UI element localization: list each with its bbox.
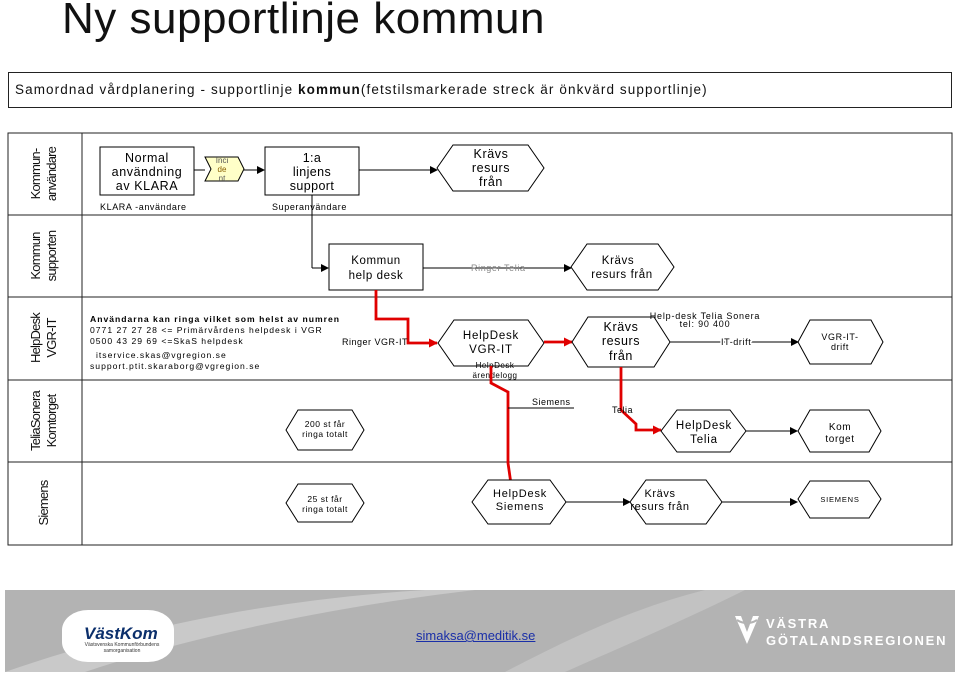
edge-label: Siemens xyxy=(532,397,571,407)
node-text: help desk xyxy=(349,270,404,282)
edge-label: Telia xyxy=(612,405,633,415)
node-requires-resources xyxy=(571,316,671,368)
node-text: 25 st får xyxy=(307,494,342,504)
node-requires-resources xyxy=(436,144,545,192)
edge-label: Ringer Telia xyxy=(471,263,526,273)
node-text: av KLARA xyxy=(116,179,179,193)
subtitle: Samordnad vårdplanering - supportlinje k… xyxy=(15,82,708,97)
lane-label: supporten xyxy=(44,230,59,281)
node-requires-resources xyxy=(570,243,675,291)
callout-text: 0771 27 27 28 <= Primärvårdens helpdesk … xyxy=(90,325,323,335)
callout-heading: Användarna kan ringa vilket som helst av… xyxy=(90,314,340,324)
vastkom-logo xyxy=(62,610,174,662)
node-text: Kom xyxy=(829,422,851,433)
node-text: HelpDesk xyxy=(476,361,515,370)
node-text: ärendelogg xyxy=(472,371,517,380)
contact-email-link[interactable]: simaksa@meditik.se xyxy=(416,628,536,643)
node-text: tel: 90 400 xyxy=(680,319,731,329)
node-200-users xyxy=(285,409,365,451)
subtitle-box xyxy=(8,72,952,108)
node-text: HelpDesk xyxy=(676,420,732,432)
vg-logo-line1: VÄSTRA xyxy=(766,616,831,631)
node-komtorget xyxy=(797,409,882,453)
node-text: ringa totalt xyxy=(302,429,348,439)
edge-label: IT-drift xyxy=(721,337,751,347)
edge-label: Ringer VGR-IT xyxy=(342,337,408,347)
node-text: drift xyxy=(831,342,849,352)
vastkom-logo-name: VästKom xyxy=(84,624,158,643)
node-text: linjens xyxy=(293,165,331,179)
node-text: från xyxy=(479,175,503,189)
superuser-label: Superanvändare xyxy=(272,202,347,212)
node-kommun-helpdesk xyxy=(328,243,424,291)
node-requires-resources xyxy=(629,479,723,525)
support-line xyxy=(489,366,513,485)
lane-label: användare xyxy=(44,146,59,201)
node-text: resurs xyxy=(602,334,640,348)
node-text: Krävs xyxy=(602,255,634,267)
node-text: Krävs xyxy=(474,147,509,161)
vastra-gotaland-emblem-icon xyxy=(735,616,759,644)
vastra-gotalandsregionen-logo-text: VÄSTRA GÖTALANDSREGIONEN xyxy=(766,615,947,649)
node-text: Normal xyxy=(125,151,169,165)
node-text: Telia xyxy=(690,434,718,446)
support-line xyxy=(619,367,662,435)
incident-arrow xyxy=(204,156,245,182)
node-helpdesk-vgr-it xyxy=(437,319,545,367)
node-text: resurs xyxy=(472,161,510,175)
subtitle-text-rest: (fetstilsmarkerade streck är önkvärd sup… xyxy=(360,82,708,97)
vastkom-logo-subtitle: Västsvenska Kommunförbundens samorganisa… xyxy=(84,642,160,654)
node-text: Krävs xyxy=(644,488,675,500)
node-vgr-it-drift xyxy=(797,319,884,365)
node-text: VGR-IT xyxy=(469,344,513,356)
node-text: Krävs xyxy=(604,320,639,334)
callout-text: 0500 43 29 69 <=SkaS helpdesk xyxy=(90,336,244,346)
node-normal-use xyxy=(99,146,195,196)
node-text: Siemens xyxy=(496,501,544,513)
node-text: VGR-IT- xyxy=(821,332,858,342)
node-text: Inci xyxy=(216,156,229,165)
node-text: de xyxy=(218,165,227,174)
support-line xyxy=(374,290,438,348)
node-text: nt xyxy=(219,174,226,183)
callout-text: itservice.skas@vgregion.se xyxy=(96,350,227,360)
node-text: från xyxy=(609,349,633,363)
lane-label: VGR-IT xyxy=(44,318,59,358)
node-first-line-support xyxy=(264,146,360,196)
lane-label: Kommun- xyxy=(28,148,43,199)
lane-label: Komtorget xyxy=(44,393,59,447)
node-text: HelpDesk xyxy=(463,330,519,342)
node-text: resurs från xyxy=(591,269,653,281)
subtitle-text: Samordnad vårdplanering - supportlinje xyxy=(15,82,299,97)
lane-label: Siemens xyxy=(36,479,51,525)
vg-logo-line2: GÖTALANDSREGIONEN xyxy=(766,633,948,648)
page-title: Ny supportlinje kommun xyxy=(62,0,545,43)
node-text: torget xyxy=(825,434,854,445)
node-text: resurs från xyxy=(630,501,689,513)
node-helpdesk-telia xyxy=(660,409,747,453)
node-siemens xyxy=(797,480,882,519)
lane-label: Kommun xyxy=(28,232,43,280)
lane-label: HelpDesk xyxy=(28,312,43,363)
node-helpdesk-siemens xyxy=(471,479,567,525)
node-text: Kommun xyxy=(351,255,401,267)
node-text: SIEMENS xyxy=(820,495,859,504)
node-text: HelpDesk xyxy=(493,488,547,500)
klara-user-label: KLARA -användare xyxy=(100,202,187,212)
lane-label: TeliaSonera xyxy=(28,390,43,451)
subtitle-bold: kommun xyxy=(298,82,361,97)
node-text: Help-desk Telia Sonera xyxy=(650,311,761,321)
node-text: 1:a xyxy=(303,151,322,165)
node-25-users xyxy=(285,483,365,523)
callout-text: support.ptit.skaraborg@vgregion.se xyxy=(90,361,260,371)
node-text: support xyxy=(290,179,335,193)
node-text: ringa totalt xyxy=(302,504,348,514)
node-text: användning xyxy=(112,165,183,179)
node-text: 200 st får xyxy=(305,419,345,429)
